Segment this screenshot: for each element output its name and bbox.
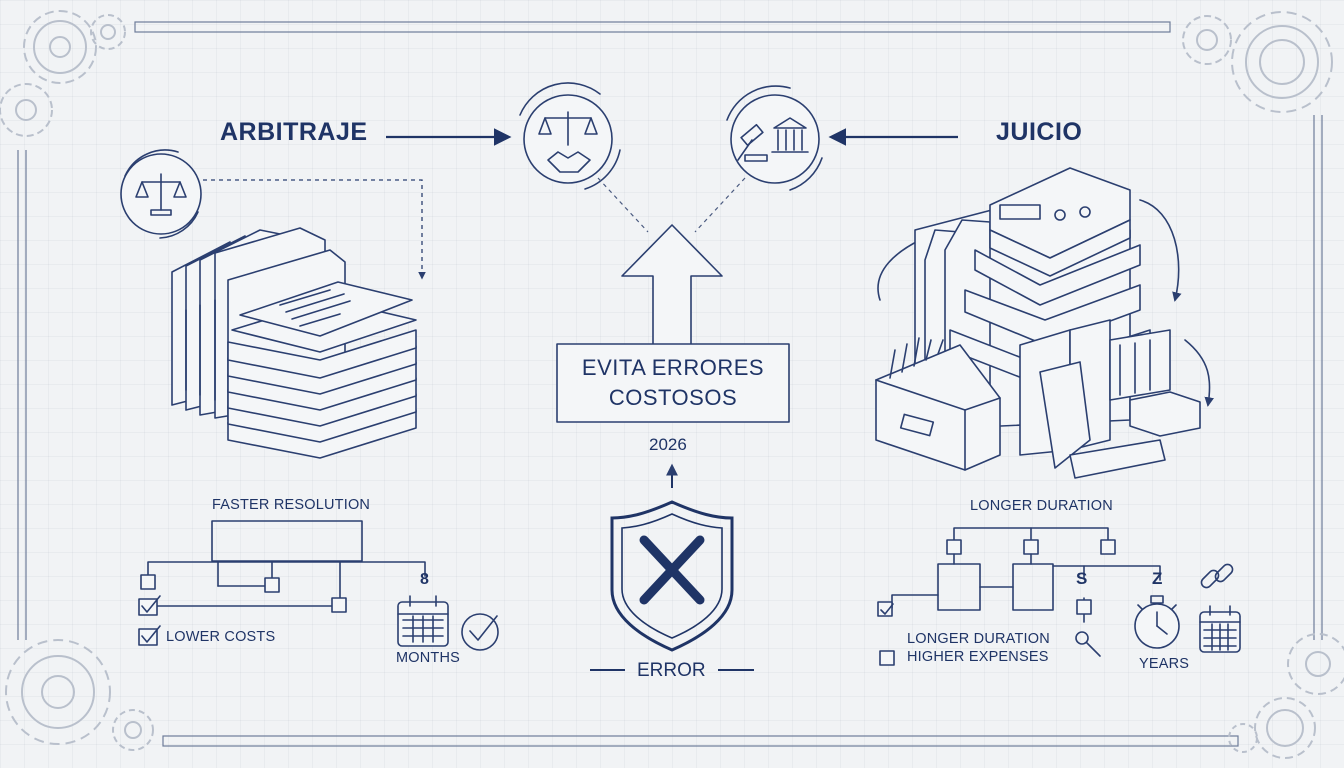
error-label: ERROR: [637, 660, 706, 681]
higher-expenses-item: HIGHER EXPENSES: [907, 649, 1049, 665]
dashed-connector: [694, 177, 746, 233]
scales-icon: [120, 149, 202, 239]
longer-duration-heading: LONGER DURATION: [970, 498, 1113, 514]
trial-title: JUICIO: [996, 118, 1083, 146]
longer-duration-item: LONGER DURATION: [907, 631, 1050, 647]
gear-icon: [0, 10, 126, 137]
gear-icon: [1228, 633, 1344, 759]
arbitration-title: ARBITRAJE: [220, 118, 368, 146]
year-label: 2026: [649, 435, 687, 454]
message-line-2: COSTOSOS: [608, 385, 738, 410]
calendar-icon: [397, 595, 449, 647]
message-box-text: EVITA ERRORES COSTOSOS: [557, 344, 789, 422]
faster-resolution-label: FASTER RESOLUTION: [212, 497, 371, 513]
left-note-glyph: 8: [420, 571, 429, 588]
years-label: YEARS: [1139, 656, 1190, 672]
calendar-icon: [1199, 605, 1241, 653]
chain-link-icon: [1200, 563, 1234, 589]
scales-handshake-icon: [519, 82, 621, 190]
months-label: MONTHS: [396, 650, 461, 666]
stopwatch-icon: [1134, 595, 1180, 649]
shield-x-icon: [610, 500, 734, 652]
gear-icon: [1182, 11, 1333, 113]
right-flowchart: [877, 527, 1161, 666]
lower-costs-label: LOWER COSTS: [166, 629, 276, 645]
gavel-courthouse-icon: [726, 85, 823, 191]
right-glyph-2: Z: [1152, 569, 1163, 588]
magnifier-icon: [1075, 631, 1101, 657]
dashed-connector: [597, 177, 649, 233]
message-line-1: EVITA ERRORES: [581, 355, 765, 381]
check-circle-icon: [461, 613, 499, 651]
message-box: [556, 343, 790, 423]
frame-border: [17, 21, 1323, 747]
file-pile-icon: [875, 167, 1214, 479]
up-arrow: [621, 224, 723, 344]
paper-stack-icon: [227, 281, 417, 459]
left-flowchart: [138, 520, 426, 646]
dashed-connector: [203, 179, 426, 280]
right-glyph-1: S: [1076, 569, 1088, 588]
gear-icon: [5, 639, 154, 751]
